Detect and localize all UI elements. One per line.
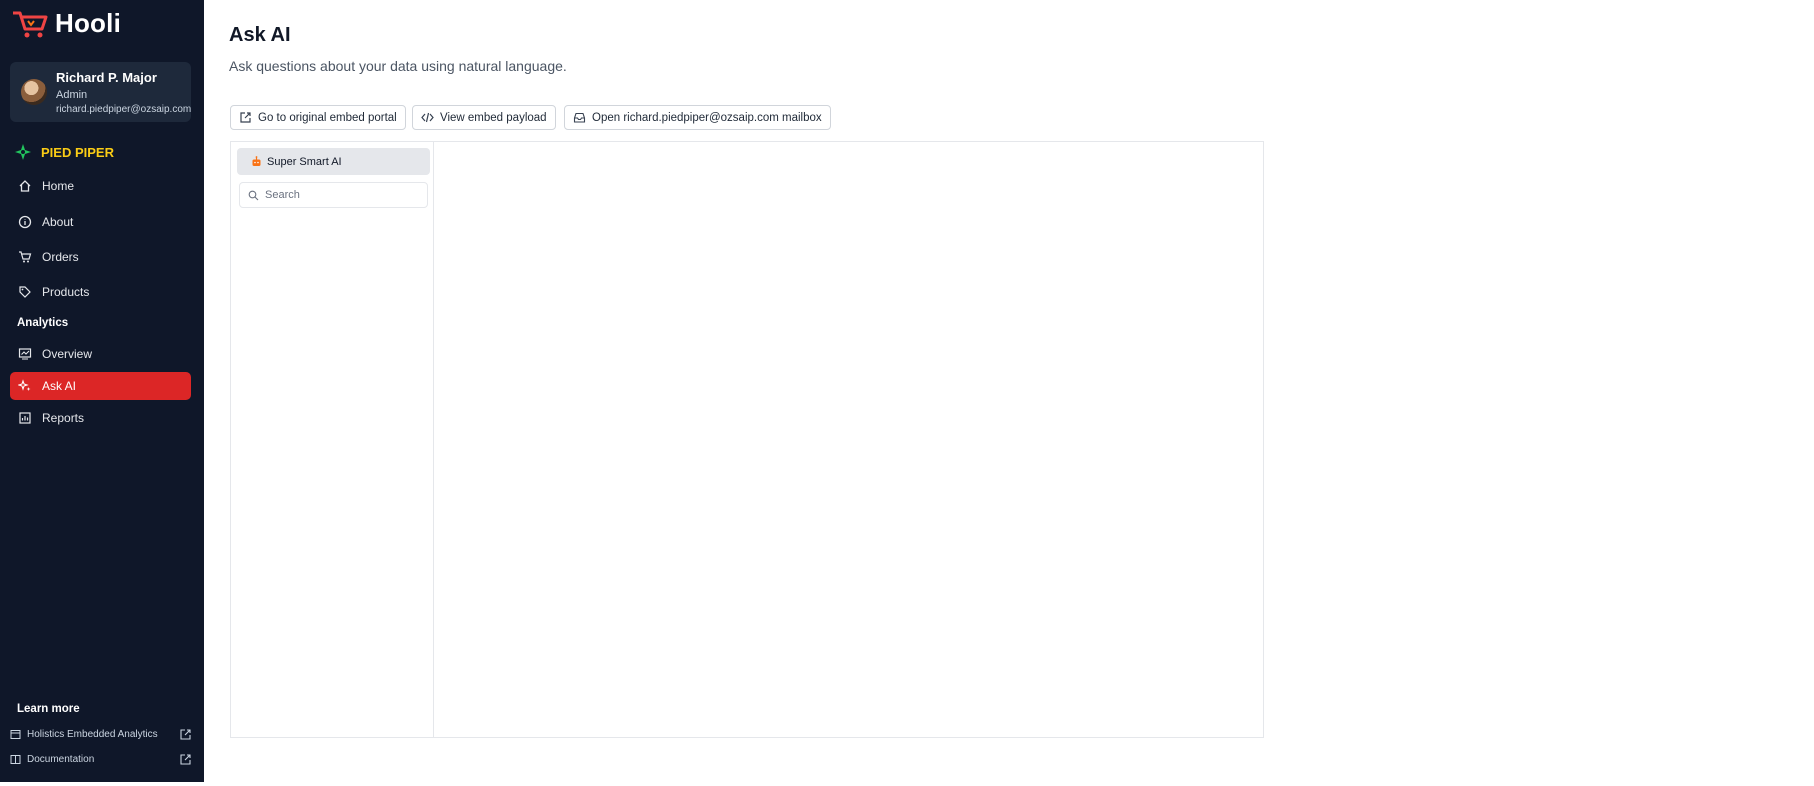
nav-about[interactable]: About <box>10 208 191 236</box>
nav-reports[interactable]: Reports <box>10 404 191 432</box>
user-role: Admin <box>56 89 88 101</box>
nav-overview[interactable]: Overview <box>10 340 191 368</box>
learn-link-documentation[interactable]: Documentation <box>10 753 192 766</box>
cart-icon <box>19 251 32 263</box>
org-name: PIED PIPER <box>41 144 114 160</box>
button-label: Go to original embed portal <box>258 111 397 124</box>
code-icon <box>421 112 434 123</box>
user-email: richard.piedpiper@ozsaip.com <box>56 104 192 115</box>
avatar <box>21 79 47 105</box>
nav-ask-ai[interactable]: Ask AI <box>10 372 191 400</box>
learn-link-embedded-analytics[interactable]: Holistics Embedded Analytics <box>10 728 192 741</box>
nav-orders-label: Orders <box>42 250 79 264</box>
open-original-portal-button[interactable]: Go to original embed portal <box>230 105 406 130</box>
bot-antenna-icon <box>252 156 261 166</box>
nav-section-analytics: Analytics <box>17 317 69 329</box>
open-mailbox-button[interactable]: Open richard.piedpiper@ozsaip.com mailbo… <box>564 105 831 130</box>
nav-orders[interactable]: Orders <box>10 243 191 271</box>
nav-reports-label: Reports <box>42 411 85 425</box>
button-label: Open richard.piedpiper@ozsaip.com mailbo… <box>592 111 822 124</box>
embed-frame: Super Smart AI Search <box>230 141 1264 738</box>
cart-logo-icon <box>13 11 48 37</box>
nav-ask-ai-label: Ask AI <box>42 379 77 393</box>
info-icon <box>18 215 32 229</box>
search-placeholder: Search <box>265 189 300 201</box>
book-icon <box>10 755 21 764</box>
external-link-icon <box>180 729 191 740</box>
button-label: View embed payload <box>440 111 547 124</box>
learn-more-title: Learn more <box>17 703 80 715</box>
external-link-icon <box>180 754 191 765</box>
nav-products-label: Products <box>42 285 90 299</box>
external-link-icon <box>240 112 251 123</box>
dashboard-icon <box>18 348 32 360</box>
reports-icon <box>19 412 31 424</box>
embed-search-input[interactable]: Search <box>239 182 428 208</box>
brand-name: Hooli <box>55 8 121 38</box>
search-icon <box>248 190 259 200</box>
nav-home[interactable]: Home <box>10 172 191 200</box>
assistant-entry[interactable]: Super Smart AI <box>237 148 430 175</box>
view-embed-payload-button[interactable]: View embed payload <box>412 105 556 130</box>
nav-products[interactable]: Products <box>10 278 191 306</box>
embed-left-panel: Super Smart AI Search <box>231 142 434 737</box>
user-name: Richard P. Major <box>56 70 157 85</box>
org-switcher[interactable]: PIED PIPER <box>14 143 114 161</box>
nav-home-label: Home <box>42 179 75 193</box>
assistant-entry-label: Super Smart AI <box>267 155 342 168</box>
nav-overview-label: Overview <box>42 347 93 361</box>
sparkles-icon <box>18 379 31 391</box>
page-title: Ask AI <box>229 24 291 46</box>
pied-piper-logo-icon <box>15 144 31 160</box>
page-subtitle: Ask questions about your data using natu… <box>229 58 567 74</box>
learn-link-label: Holistics Embedded Analytics <box>27 729 158 740</box>
sidebar: Hooli Richard P. Major Admin richard.pie… <box>0 0 204 782</box>
tag-icon <box>19 286 31 298</box>
brand[interactable]: Hooli <box>11 8 121 39</box>
learn-link-label: Documentation <box>27 754 95 765</box>
inbox-icon <box>573 112 586 123</box>
nav-about-label: About <box>42 215 74 229</box>
user-card[interactable]: Richard P. Major Admin richard.piedpiper… <box>10 62 191 122</box>
book-icon <box>10 730 21 739</box>
home-icon <box>19 180 31 192</box>
